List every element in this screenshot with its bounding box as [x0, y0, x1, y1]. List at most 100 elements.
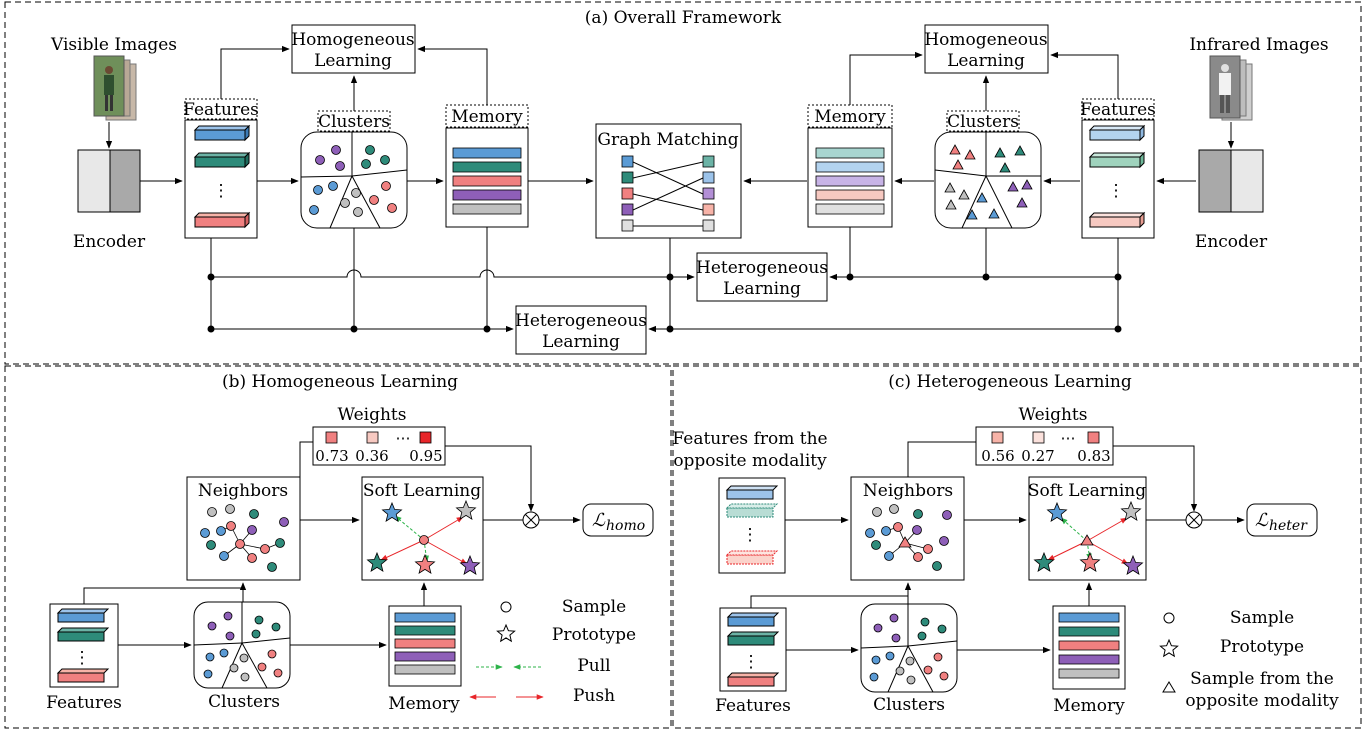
b-legend-pull: Pull — [577, 656, 610, 676]
homogeneous-left-line1: Homogeneous — [291, 30, 414, 50]
c-loss-symbol: ℒ — [1255, 510, 1269, 531]
junction-dots — [207, 273, 1122, 333]
graph-matching-box — [595, 123, 742, 239]
c-clusters-label: Clusters — [873, 695, 945, 715]
b-weight-value-2: 0.36 — [355, 447, 388, 465]
b-features-vectors: ⋮ — [56, 608, 110, 683]
b-features-label: Features — [46, 693, 122, 713]
svg-text:⋮: ⋮ — [213, 181, 230, 201]
c-clusters-samples — [869, 613, 949, 685]
panel-a-border — [4, 1, 1362, 365]
c-multiply-op — [1185, 511, 1203, 529]
c-features-vectors: ⋮ — [726, 612, 780, 687]
b-soft-learning-graph — [380, 515, 468, 565]
clusters-right-partitions — [934, 132, 1041, 229]
features-right-label: Features — [1080, 100, 1156, 120]
b-neighbors-label: Neighbors — [198, 481, 288, 501]
c-loss-subscript: heter — [1269, 518, 1308, 534]
b-neighbors-graph — [200, 504, 289, 572]
encoder-visible-label: Encoder — [73, 232, 146, 252]
svg-text:⋮: ⋮ — [743, 652, 760, 672]
b-clusters-samples — [203, 611, 283, 682]
c-memory-slots — [1058, 612, 1120, 679]
homogeneous-learning-right-box — [924, 24, 1049, 74]
features-right-vectors: ⋮ — [1088, 124, 1146, 229]
features-left-label: Features — [183, 100, 259, 120]
homogeneous-left-line2: Learning — [314, 51, 392, 71]
c-neighbors-label: Neighbors — [863, 481, 953, 501]
encoder-visible — [77, 149, 141, 213]
c-legend-opposite-1: Sample from the — [1190, 669, 1334, 689]
b-loss-subscript: homo — [606, 518, 645, 534]
svg-text:⋮: ⋮ — [74, 648, 91, 668]
heterogeneous-lower-line1: Heterogeneous — [515, 311, 647, 331]
clusters-left-label: Clusters — [318, 112, 390, 132]
homogeneous-right-line2: Learning — [947, 51, 1025, 71]
c-weight-value-2: 0.27 — [1021, 447, 1054, 465]
clusters-right-samples — [944, 144, 1033, 220]
visible-images-stack — [93, 55, 137, 121]
heterogeneous-upper-line1: Heterogeneous — [696, 258, 828, 278]
encoder-infrared-label: Encoder — [1195, 232, 1268, 252]
panel-b-title: (b) Homogeneous Learning — [222, 372, 458, 392]
c-weights-label: Weights — [1019, 405, 1088, 425]
panel-c-title: (c) Heterogeneous Learning — [888, 372, 1132, 392]
c-weight-squares — [991, 431, 1100, 444]
svg-text:⋮: ⋮ — [742, 525, 759, 545]
c-neighbors-graph — [865, 504, 952, 571]
memory-right-slots — [815, 147, 885, 215]
encoder-infrared — [1198, 149, 1264, 213]
clusters-right-label-box — [946, 110, 1020, 132]
heterogeneous-connections — [210, 227, 1119, 333]
b-clusters-label: Clusters — [208, 692, 280, 712]
memory-left-slots — [452, 147, 522, 215]
b-weight-squares — [325, 431, 432, 444]
svg-text:⋮: ⋮ — [1108, 181, 1125, 201]
c-legend-opposite-2: opposite modality — [1185, 691, 1339, 711]
c-weight-value-3: 0.83 — [1077, 447, 1110, 465]
b-legend-sample: Sample — [562, 597, 626, 617]
c-legend-prototype: Prototype — [1220, 637, 1304, 657]
c-opposite-label-1: Features from the — [672, 429, 827, 449]
infrared-images-stack — [1209, 55, 1253, 121]
c-legend — [1159, 612, 1179, 693]
b-legend-prototype: Prototype — [552, 625, 636, 645]
visible-images-label: Visible Images — [50, 35, 177, 55]
panel-c-border — [672, 365, 1362, 729]
c-loss-box — [1246, 503, 1318, 537]
b-soft-learning-label: Soft Learning — [363, 481, 481, 501]
homogeneous-right-line1: Homogeneous — [924, 30, 1047, 50]
c-weight-value-1: 0.56 — [981, 447, 1014, 465]
b-legend — [469, 601, 544, 700]
memory-right-label: Memory — [814, 107, 886, 127]
c-soft-learning-label: Soft Learning — [1028, 481, 1146, 501]
heterogeneous-lower-line2: Learning — [542, 332, 620, 352]
b-weights-ellipsis: ⋯ — [396, 429, 411, 447]
memory-left-label: Memory — [451, 107, 523, 127]
panel-b-border — [4, 365, 672, 729]
c-clusters-partitions — [860, 604, 958, 693]
b-prototype-stars — [366, 499, 481, 575]
c-opposite-label-2: opposite modality — [673, 451, 827, 471]
c-opposite-features-vectors: ⋮ — [725, 485, 779, 565]
graph-matching-nodes — [621, 155, 715, 232]
heterogeneous-upper-line2: Learning — [723, 279, 801, 299]
homogeneous-learning-left-box — [291, 24, 416, 74]
c-features-label: Features — [715, 696, 791, 716]
b-weight-value-3: 0.95 — [409, 447, 442, 465]
clusters-right-label: Clusters — [947, 112, 1019, 132]
b-multiply-op — [522, 511, 540, 529]
c-weights-ellipsis: ⋯ — [1061, 429, 1076, 447]
graph-matching-label: Graph Matching — [597, 130, 738, 150]
panel-a-title: (a) Overall Framework — [585, 8, 782, 28]
clusters-left-partitions — [300, 132, 408, 229]
c-prototype-stars — [1033, 500, 1144, 575]
b-loss-box — [582, 503, 654, 537]
b-memory-slots — [394, 612, 456, 675]
b-legend-push: Push — [573, 686, 615, 706]
b-weights-label: Weights — [338, 405, 407, 425]
clusters-left-samples — [309, 145, 397, 217]
c-memory-label: Memory — [1053, 696, 1125, 716]
